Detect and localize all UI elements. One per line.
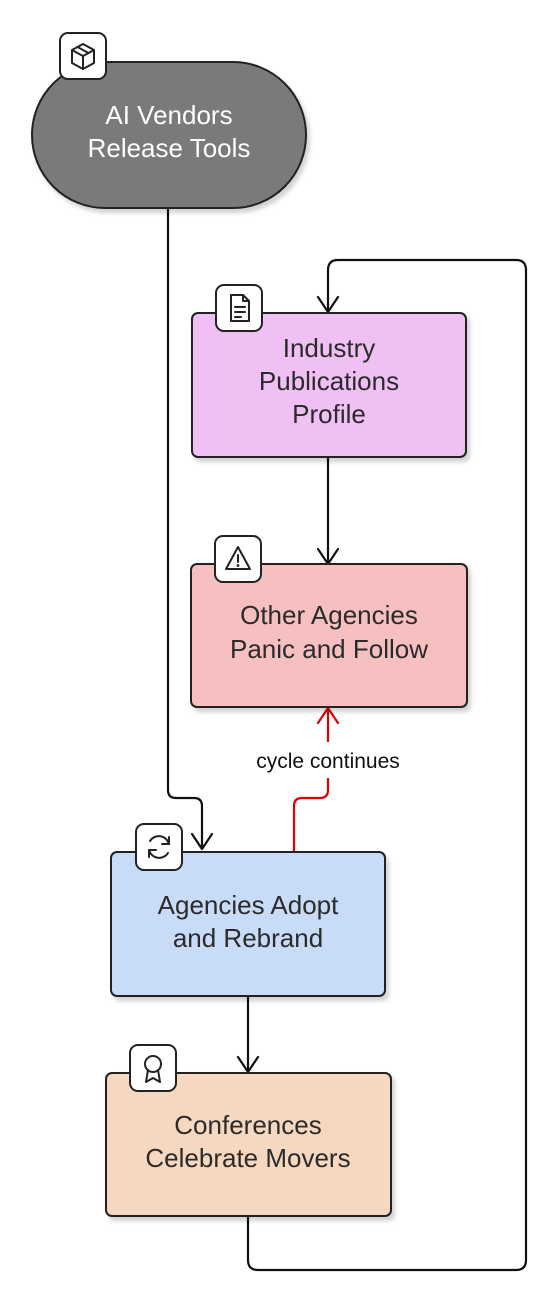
- node-conferences[interactable]: Conferences Celebrate Movers: [105, 1072, 392, 1217]
- node-label-line: Release Tools: [88, 133, 251, 163]
- node-label-line: and Rebrand: [173, 923, 323, 953]
- document-icon: [215, 284, 263, 332]
- node-label-line: AI Vendors: [105, 100, 232, 130]
- award-icon: [129, 1044, 177, 1092]
- node-agencies-adopt[interactable]: Agencies Adopt and Rebrand: [110, 851, 386, 997]
- edge-label-cycle-continues: cycle continues: [236, 742, 420, 778]
- edge-adopt-to-panic: [292, 706, 340, 854]
- node-label-line: Agencies Adopt: [158, 890, 339, 920]
- edge-adopt-to-conferences: [236, 994, 260, 1074]
- edge-publications-to-panic: [316, 456, 340, 566]
- node-ai-vendors[interactable]: AI Vendors Release Tools: [31, 61, 307, 209]
- node-industry-publications[interactable]: Industry Publications Profile: [191, 312, 467, 458]
- node-label-line: Profile: [292, 399, 366, 429]
- edges: [166, 206, 528, 1272]
- edge-vendors-to-adopt: [166, 206, 214, 851]
- node-label-line: Panic and Follow: [230, 634, 428, 664]
- warning-icon: [214, 535, 262, 583]
- node-label-line: Celebrate Movers: [145, 1143, 350, 1173]
- node-label-line: Conferences: [174, 1110, 321, 1140]
- edge-label-text: cycle continues: [256, 750, 400, 773]
- node-label-line: Publications: [259, 366, 399, 396]
- node-label-line: Other Agencies: [240, 600, 418, 630]
- refresh-icon: [135, 823, 183, 871]
- node-label-line: Industry: [283, 333, 376, 363]
- package-icon: [59, 32, 107, 80]
- node-other-agencies-panic[interactable]: Other Agencies Panic and Follow: [190, 563, 468, 708]
